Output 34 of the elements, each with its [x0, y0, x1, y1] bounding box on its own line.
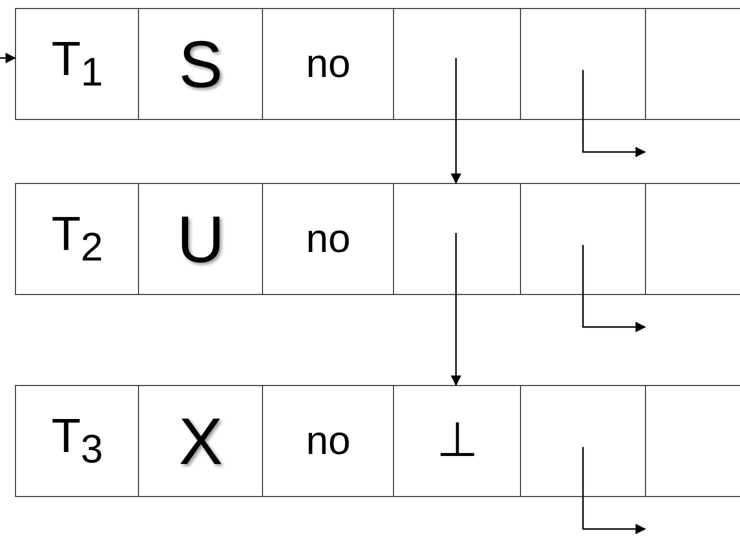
- record-cell: [15, 183, 140, 295]
- cell-text: no: [306, 44, 350, 84]
- pointer-cell: [520, 8, 646, 120]
- record-cell: [15, 385, 140, 497]
- cell-text: X: [178, 408, 223, 474]
- record-cell: [393, 385, 522, 497]
- cell-text: T$_{3}$: [51, 412, 104, 470]
- cell-text: no: [306, 219, 350, 259]
- cell-text: no: [306, 421, 350, 461]
- arrow: [582, 447, 646, 534]
- record-cell: [262, 8, 394, 120]
- pointer-cell: [520, 385, 646, 497]
- record-cell: [138, 183, 264, 295]
- pointer-cell: [520, 183, 646, 295]
- record-cell: [262, 183, 394, 295]
- arrow: [450, 233, 462, 386]
- pointer-cell: [645, 183, 740, 295]
- pointer-cell: [393, 183, 522, 295]
- arrow: [0, 52, 16, 64]
- cell-text: T$_{2}$: [51, 210, 104, 268]
- pointer-cell: [645, 385, 740, 497]
- arrow: [582, 245, 646, 332]
- record-cell: [15, 8, 140, 120]
- cell-text: U: [176, 206, 225, 272]
- arrow: [582, 70, 646, 158]
- cell-text: T$_{1}$: [51, 36, 104, 92]
- cell-text: ⊥: [436, 417, 478, 465]
- cell-text: S: [178, 31, 223, 97]
- record-cell: [138, 8, 264, 120]
- record-cell: [262, 385, 394, 497]
- arrow: [450, 58, 462, 184]
- pointer-cell: [393, 8, 522, 120]
- pointer-cell: [645, 8, 740, 120]
- record-cell: [138, 385, 264, 497]
